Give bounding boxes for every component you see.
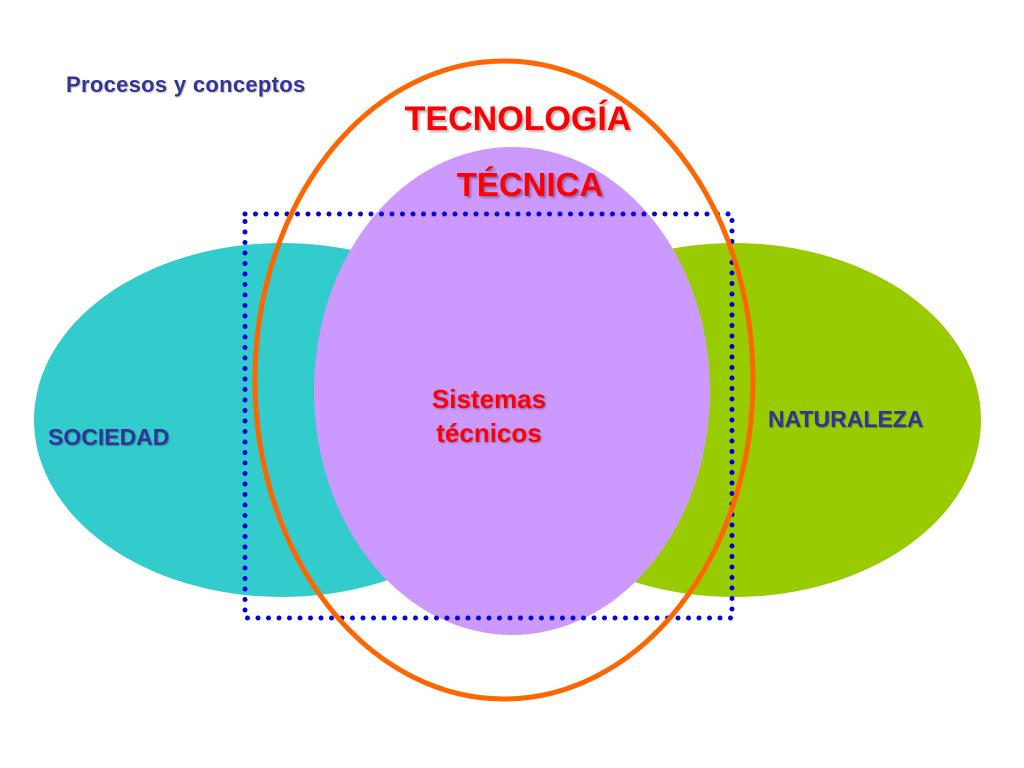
dotted-frame xyxy=(242,211,735,621)
tecnologia-ellipse xyxy=(252,58,756,702)
tecnica-label: TÉCNICA xyxy=(456,166,604,203)
sistemas-tecnicos-label: Sistemas técnicos xyxy=(398,382,580,450)
tecnologia-label: TECNOLOGÍA xyxy=(404,100,632,138)
sistemas-line-2: técnicos xyxy=(436,418,542,448)
tecnica-ellipse xyxy=(314,147,710,635)
naturaleza-label: NATURALEZA xyxy=(768,406,924,432)
sociedad-label: SOCIEDAD xyxy=(48,424,170,450)
sistemas-line-1: Sistemas xyxy=(431,384,547,414)
subtitle: Procesos y conceptos xyxy=(66,72,306,97)
